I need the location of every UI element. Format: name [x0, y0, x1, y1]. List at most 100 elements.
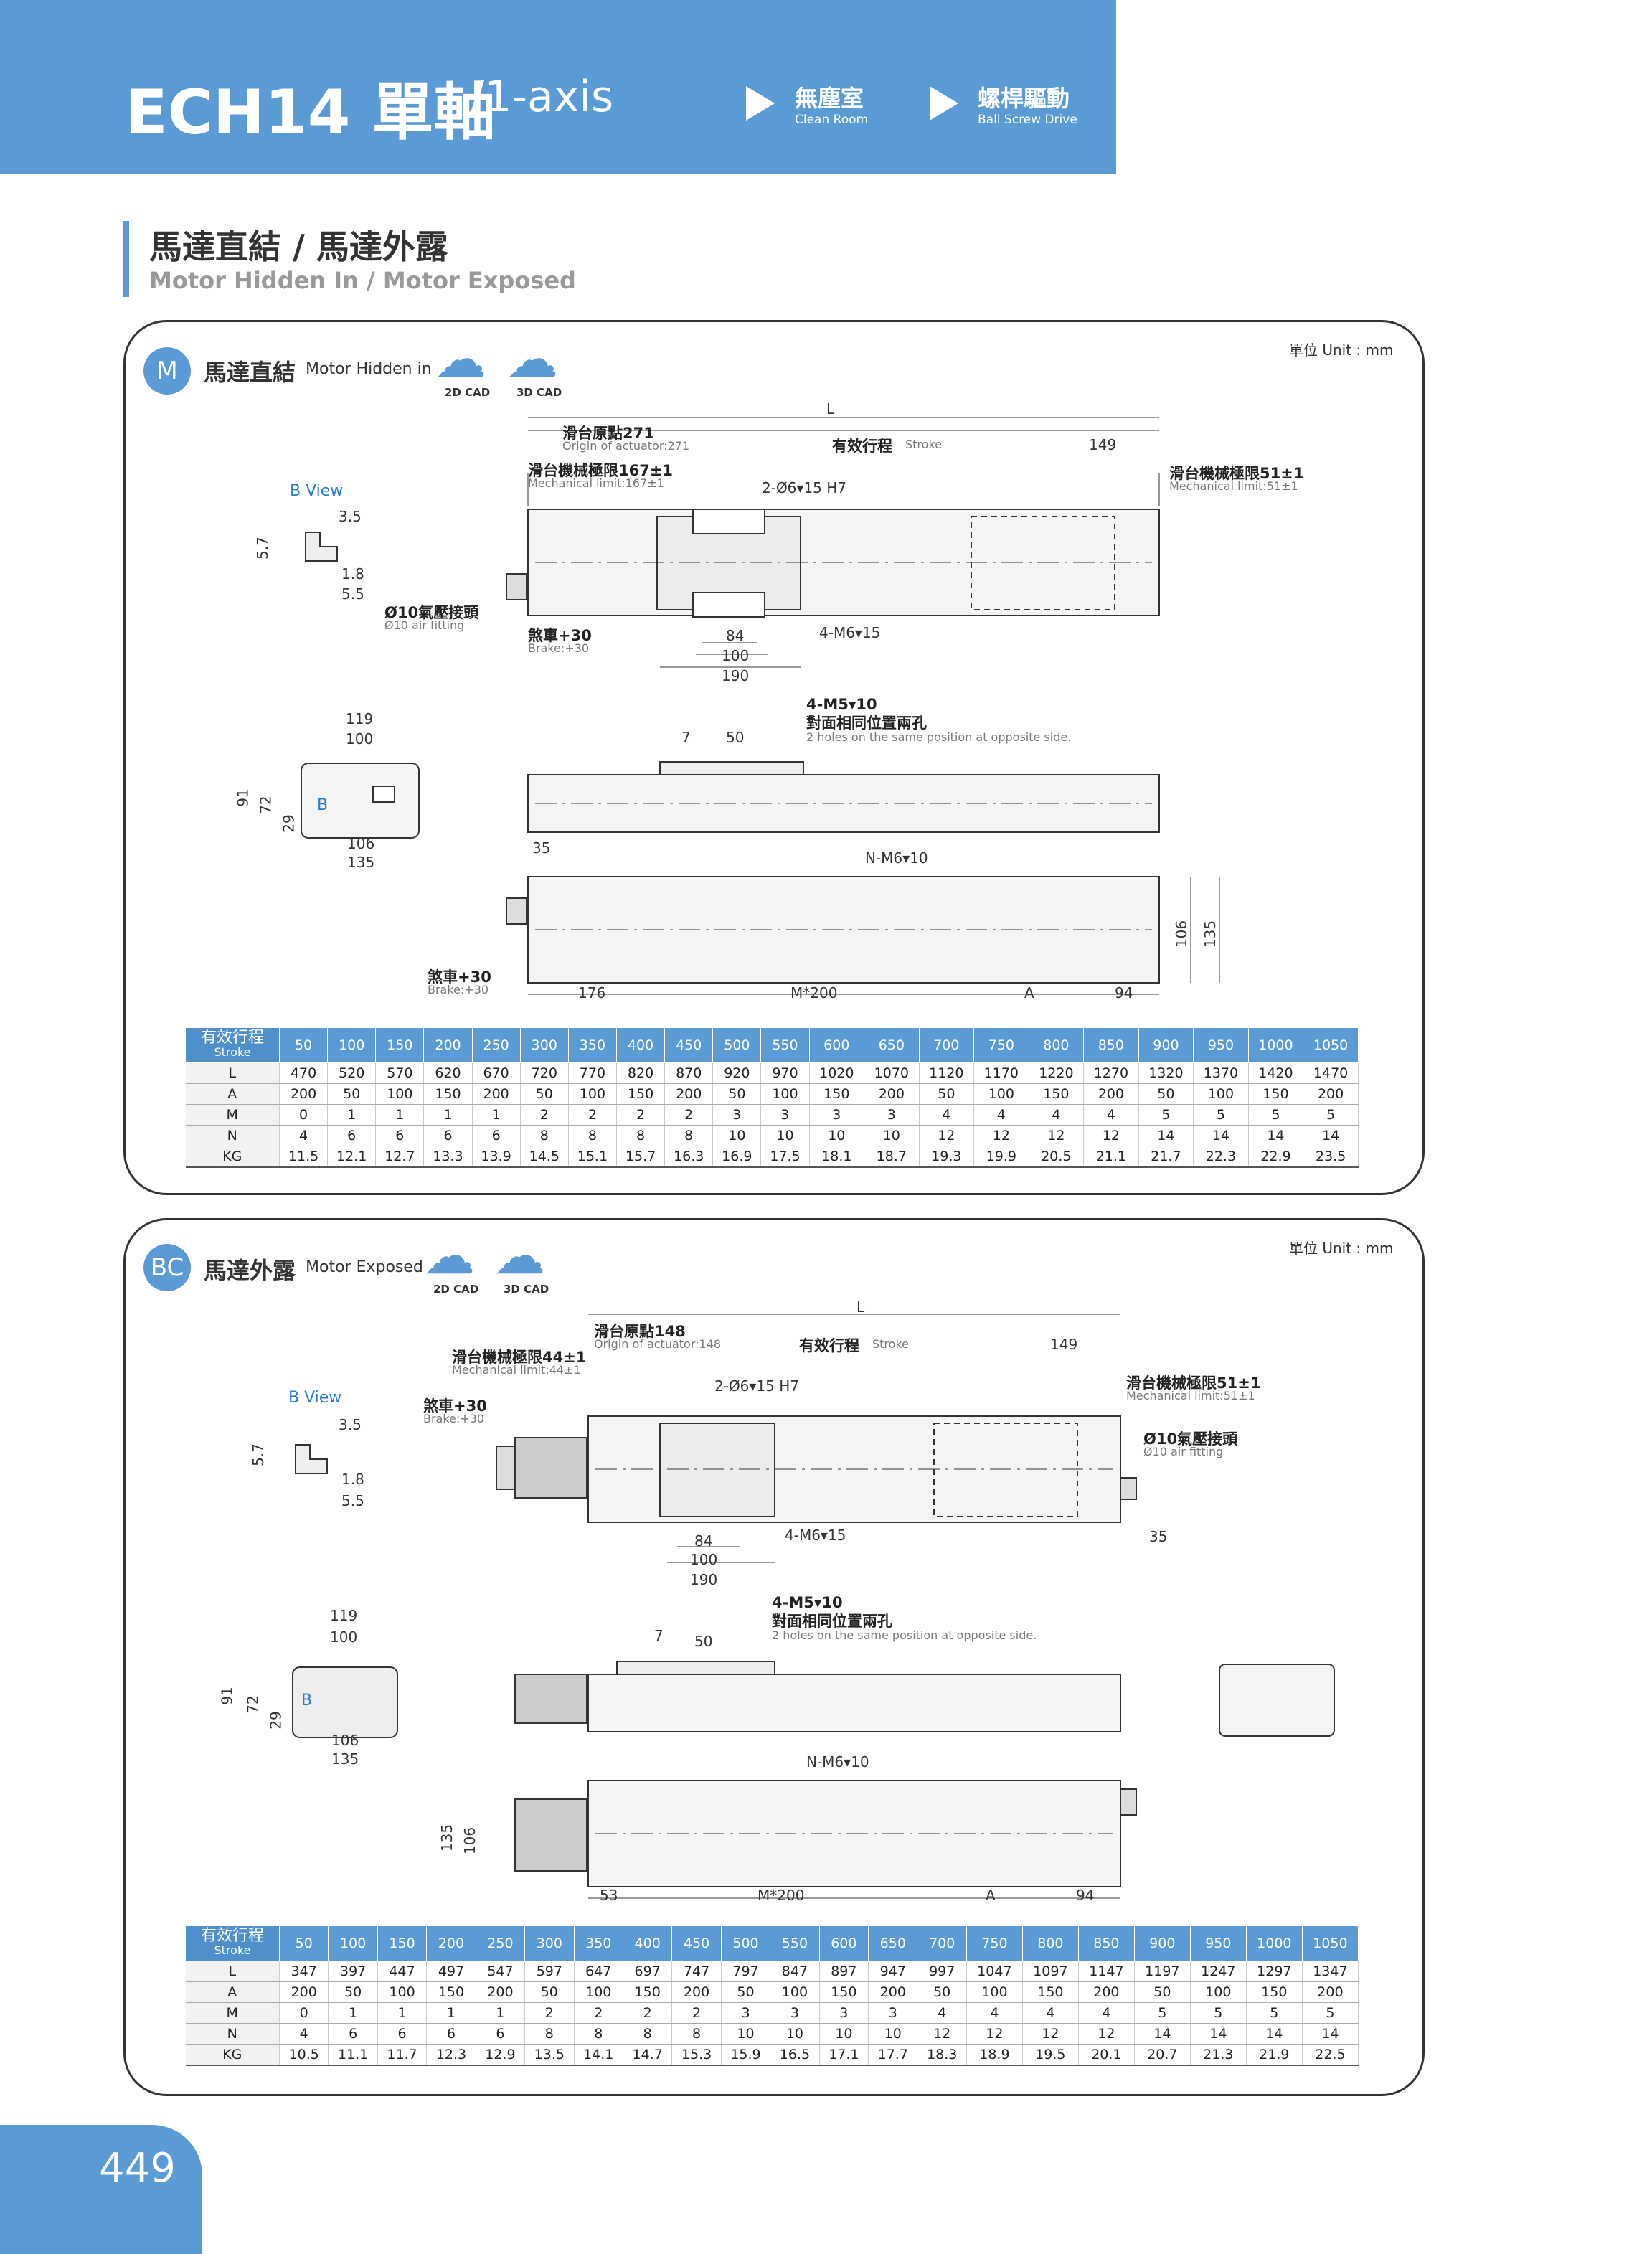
table-cell: 50 [328, 1981, 378, 2003]
table-cell: 10.5 [279, 2044, 329, 2066]
table-cell: 1297 [1246, 1961, 1303, 1982]
m5-label-cn: 對面相同位置兩孔 [772, 1613, 892, 1630]
table-cell: 10 [760, 1125, 810, 1146]
table-cell: 2 [616, 1104, 666, 1126]
cad-2d-link[interactable]: 2D CAD [445, 386, 491, 399]
stroke-cell: 650 [864, 1027, 920, 1063]
tag-clean-room: 無塵室 [795, 85, 864, 112]
table-cell: 10 [819, 2023, 869, 2045]
table-cell: 100 [973, 1083, 1029, 1105]
cad-2d-cloud-icon[interactable]: ☁ [423, 1225, 475, 1286]
cad-2d-cloud-icon[interactable]: ☁ [435, 329, 486, 389]
table-cell: 8 [616, 1125, 666, 1146]
table-cell: 14.7 [623, 2044, 673, 2066]
table-cell: 0 [279, 2002, 329, 2024]
table-cell: 3 [819, 2002, 869, 2024]
dim-3-5: 3.5 [339, 508, 362, 525]
table-cell: 16.3 [664, 1146, 714, 1168]
table-cell: 150 [616, 1083, 666, 1105]
table-cell: 5 [1134, 2002, 1191, 2024]
table-cell: 2 [574, 2002, 623, 2024]
table-cell: 997 [917, 1961, 967, 1982]
dim-A: A [986, 1887, 996, 1904]
stroke-label: 有效行程 [832, 438, 892, 455]
table-cell: 3 [770, 2002, 820, 2024]
table-cell: 200 [1303, 1083, 1359, 1105]
table-cell: 4 [279, 1125, 329, 1146]
dim-m200: M*200 [790, 984, 838, 1001]
table-cell: 13.3 [423, 1146, 473, 1168]
stroke-cell: 550 [760, 1027, 810, 1063]
table-cell: 6 [327, 1125, 377, 1146]
table-cell: 3 [721, 2002, 771, 2024]
stroke-cell: 400 [622, 1925, 673, 1961]
table-cell: 1147 [1078, 1961, 1135, 1982]
cad-2d-link[interactable]: 2D CAD [433, 1283, 479, 1296]
row-label: N [185, 2023, 280, 2045]
mech-limit-left-en: Mechanical limit:44±1 [452, 1363, 581, 1377]
table-cell: 670 [472, 1062, 521, 1084]
table-cell: 11.5 [279, 1146, 329, 1168]
table-cell: 16.5 [770, 2044, 820, 2066]
table-cell: 2 [568, 1104, 617, 1126]
table-cell: 20.1 [1078, 2044, 1135, 2066]
stroke-cell: 650 [868, 1925, 918, 1961]
table-cell: 200 [1078, 1981, 1135, 2003]
cad-3d-cloud-icon[interactable]: ☁ [494, 1225, 545, 1286]
table-cell: 12 [966, 2023, 1023, 2045]
table-cell: 50 [1134, 1981, 1191, 2003]
table-cell: 470 [279, 1062, 329, 1084]
cad-3d-link[interactable]: 3D CAD [516, 386, 562, 399]
row-label: A [185, 1083, 280, 1105]
table-cell: 14 [1303, 1125, 1359, 1146]
table-cell: 10 [770, 2023, 820, 2045]
table-cell: 4 [1078, 2002, 1135, 2024]
table-cell: 12 [917, 2023, 967, 2045]
table-cell: 5 [1193, 1104, 1249, 1126]
table-cell: 1 [472, 1104, 521, 1126]
table-cell: 21.1 [1083, 1146, 1139, 1168]
row-label: M [185, 2002, 280, 2024]
dim-53: 53 [600, 1887, 618, 1904]
table-cell: 150 [426, 1981, 476, 2003]
table-cell: 4 [1029, 1104, 1085, 1126]
table-cell: 897 [819, 1961, 869, 1982]
cad-3d-cloud-icon[interactable]: ☁ [506, 329, 558, 389]
table-cell: 347 [279, 1961, 329, 1982]
dim-5-7: 5.7 [249, 1443, 267, 1466]
stroke-cell: 850 [1077, 1925, 1135, 1961]
table-cell: 8 [520, 1125, 569, 1146]
row-label: M [185, 1104, 280, 1126]
dim-L: L [826, 400, 835, 418]
mech-limit-left-en: Mechanical limit:167±1 [528, 476, 664, 490]
stroke-cell: 250 [471, 1027, 521, 1063]
table-cell: 17.5 [760, 1146, 810, 1168]
air-fitting-label-en: Ø10 air fitting [1143, 1445, 1224, 1458]
origin-label-en: Origin of actuator:271 [562, 439, 690, 453]
stroke-cell: 150 [377, 1925, 428, 1961]
dim-106: 106 [331, 1732, 359, 1749]
table-cell: 597 [524, 1961, 575, 1982]
stroke-cell: 400 [615, 1027, 666, 1063]
page-number-tab [0, 2125, 202, 2254]
panel-title: 馬達直結 [204, 359, 296, 386]
table-cell: 4 [966, 2002, 1023, 2024]
dim-106: 106 [347, 835, 375, 852]
table-cell: 1320 [1138, 1062, 1194, 1084]
mech-limit-right-en: Mechanical limit:51±1 [1126, 1389, 1255, 1402]
cad-3d-link[interactable]: 3D CAD [504, 1283, 549, 1296]
stroke-cell: 900 [1133, 1925, 1191, 1961]
dim-7: 7 [654, 1627, 664, 1644]
stroke-cell: 700 [918, 1027, 975, 1063]
m5-label: 4-M5▾10 [806, 696, 877, 713]
row-label: L [185, 1961, 280, 1982]
panel-title-en: Motor Exposed [306, 1258, 423, 1276]
table-cell: 6 [423, 1125, 473, 1146]
table-cell: 22.9 [1248, 1146, 1304, 1168]
dim-5-5: 5.5 [341, 585, 364, 603]
tap-label: 4-M6▾15 [819, 624, 881, 641]
dim-5-5: 5.5 [341, 1492, 364, 1509]
dim-106v: 106 [461, 1826, 479, 1855]
